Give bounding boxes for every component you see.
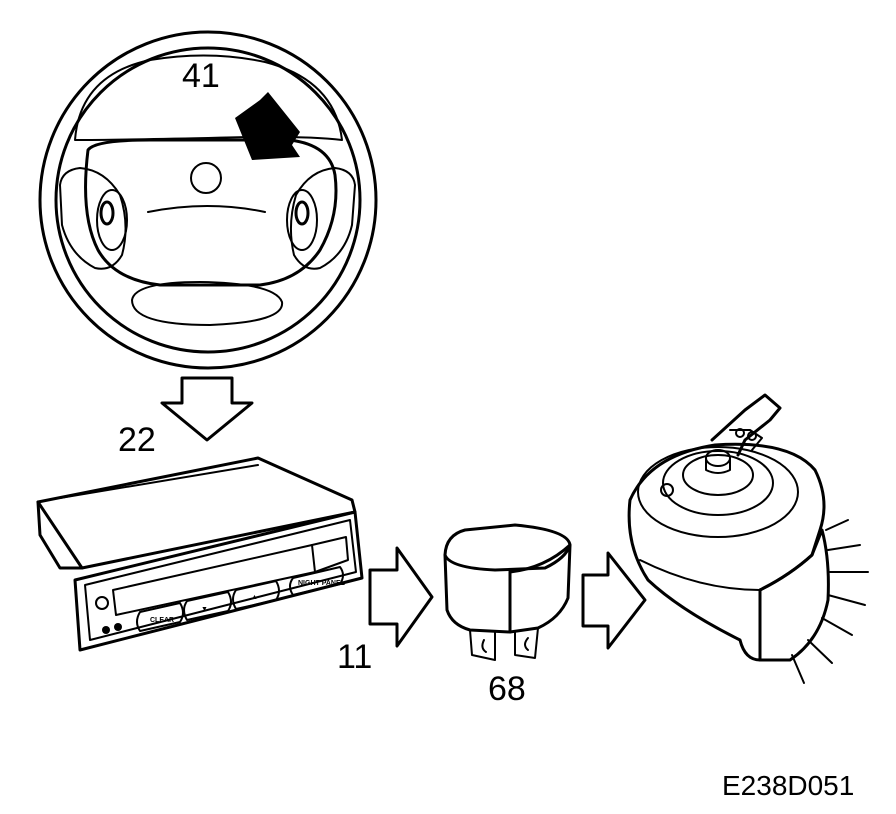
clear-button: CLEAR: [136, 602, 184, 632]
down-button: ▼: [183, 591, 232, 621]
figure-code: E238D051: [722, 770, 854, 801]
info-display-unit: CLEAR ▼ ▲ NIGHT PANEL: [36, 456, 364, 652]
svg-text:▼: ▼: [201, 606, 208, 613]
arrow-icon: [368, 546, 434, 648]
night-panel-button: NIGHT PANEL: [289, 566, 346, 596]
arrow-icon: [160, 376, 254, 442]
label-steering-wheel: 41: [182, 57, 220, 95]
label-relay: 68: [488, 670, 526, 708]
label-info-display: 22: [118, 421, 156, 459]
svg-text:CLEAR: CLEAR: [150, 617, 174, 624]
arrow-icon: [581, 551, 647, 650]
svg-text:▲: ▲: [251, 594, 258, 601]
svg-text:NIGHT PANEL: NIGHT PANEL: [298, 580, 346, 587]
relay-icon: [443, 523, 572, 661]
label-signal-wire: 11: [337, 638, 372, 676]
up-button: ▲: [232, 580, 280, 610]
steering-wheel-icon: [38, 30, 378, 370]
horn-icon: [627, 393, 869, 684]
